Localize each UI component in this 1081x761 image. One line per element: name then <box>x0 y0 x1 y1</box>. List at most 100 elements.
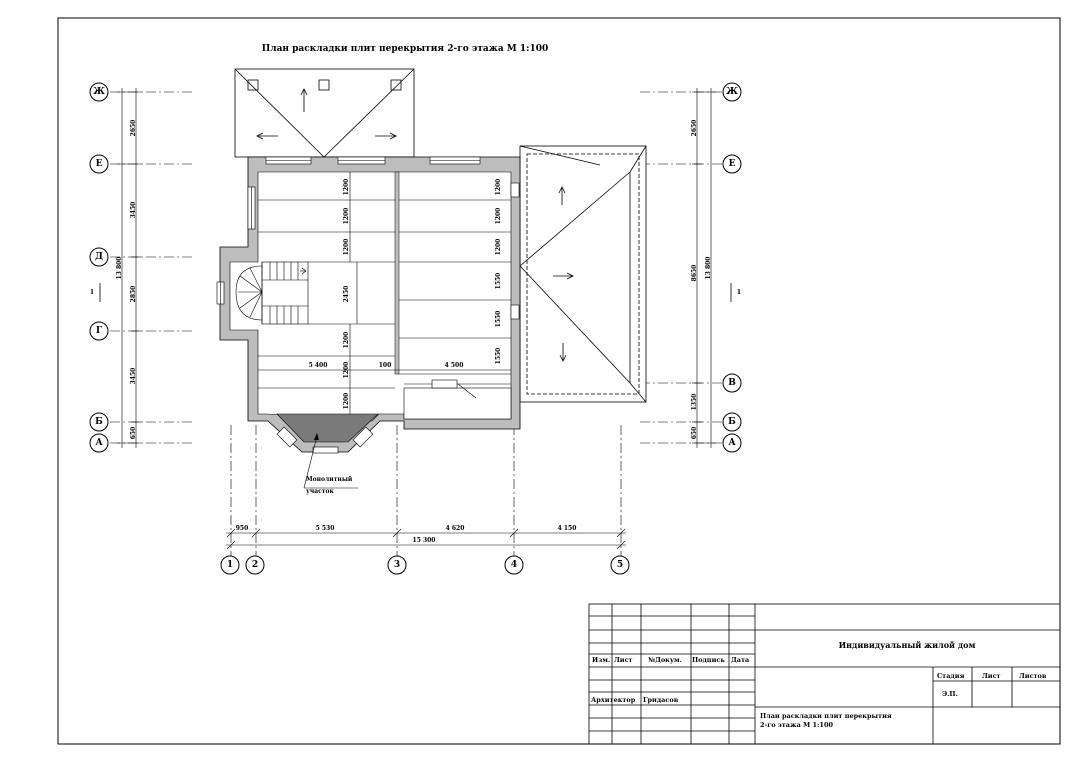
svg-text:5: 5 <box>617 560 623 570</box>
svg-text:1200: 1200 <box>495 179 502 196</box>
title-block <box>588 603 1061 745</box>
svg-text:Г: Г <box>96 326 103 336</box>
axis-bubble-col-5: 5 <box>610 555 630 575</box>
building-walls <box>219 156 521 453</box>
svg-text:Индивидуальный жилой дом: Индивидуальный жилой дом <box>839 640 976 650</box>
svg-text:Лист: Лист <box>982 672 1001 680</box>
svg-text:4 500: 4 500 <box>445 362 464 369</box>
roof-top <box>234 68 415 158</box>
svg-text:5 530: 5 530 <box>316 525 335 532</box>
slab-labels-left: 1200 1200 1200 2450 1200 1200 1200 <box>343 179 350 410</box>
svg-text:Е: Е <box>96 159 103 169</box>
svg-text:Э.П.: Э.П. <box>942 690 958 698</box>
svg-text:Лист: Лист <box>614 656 633 664</box>
svg-text:4: 4 <box>511 560 517 570</box>
axis-bubble-col-2: 2 <box>245 555 265 575</box>
svg-text:В: В <box>728 378 736 388</box>
svg-text:2450: 2450 <box>343 286 350 303</box>
drawing-title: План раскладки плит перекрытия 2-го этаж… <box>262 44 549 54</box>
svg-text:100: 100 <box>379 362 392 369</box>
svg-text:2650: 2650 <box>691 120 698 137</box>
svg-text:1550: 1550 <box>495 311 502 328</box>
svg-text:Подпись: Подпись <box>692 656 725 664</box>
svg-text:15 300: 15 300 <box>413 537 436 544</box>
axis-bubble-left-g: Г <box>89 321 109 341</box>
svg-text:1200: 1200 <box>343 393 350 410</box>
svg-text:А: А <box>728 438 736 448</box>
left-dimension-labels: 2650 3450 2850 3450 650 13 800 <box>116 120 137 440</box>
right-dimension-labels: 2650 8650 1350 650 13 800 <box>691 120 712 440</box>
svg-text:Д: Д <box>95 252 103 262</box>
svg-text:1200: 1200 <box>343 239 350 256</box>
axis-bubble-left-zh: Ж <box>89 82 109 102</box>
axis-bubble-right-b: Б <box>722 412 742 432</box>
svg-text:Монолитный: Монолитный <box>306 476 353 483</box>
svg-text:650: 650 <box>691 427 698 440</box>
axis-bubble-col-4: 4 <box>504 555 524 575</box>
axis-bubble-left-a: А <box>89 433 109 453</box>
svg-text:Ж: Ж <box>726 87 738 97</box>
section-mark-right: 1 <box>730 283 741 302</box>
title-block-text: Индивидуальный жилой дом Изм. Лист №Доку… <box>591 640 1047 729</box>
svg-text:1200: 1200 <box>343 208 350 225</box>
svg-text:1550: 1550 <box>495 348 502 365</box>
svg-text:Е: Е <box>729 159 736 169</box>
svg-text:2: 2 <box>252 560 258 570</box>
svg-text:Стадия: Стадия <box>937 672 965 680</box>
dimension-lines <box>117 88 716 550</box>
svg-text:13 800: 13 800 <box>705 257 712 280</box>
svg-text:3: 3 <box>394 560 400 570</box>
svg-text:3450: 3450 <box>130 202 137 219</box>
axis-bubble-left-b: Б <box>89 412 109 432</box>
svg-text:А: А <box>95 438 103 448</box>
svg-text:участок: участок <box>306 488 334 495</box>
section-mark-left: 1 <box>90 283 101 302</box>
windows <box>216 156 520 454</box>
svg-text:Гридасов: Гридасов <box>643 696 679 704</box>
svg-text:Б: Б <box>95 417 103 427</box>
inner-dimension-labels: 5 400 100 4 500 <box>309 362 464 369</box>
svg-text:1350: 1350 <box>691 394 698 411</box>
svg-text:3450: 3450 <box>130 368 137 385</box>
axis-bubble-col-1: 1 <box>220 555 240 575</box>
staircase <box>235 261 309 325</box>
svg-text:8650: 8650 <box>691 265 698 282</box>
svg-text:1200: 1200 <box>495 239 502 256</box>
slabs <box>258 172 511 414</box>
svg-text:4 620: 4 620 <box>446 525 465 532</box>
svg-text:Ж: Ж <box>93 87 105 97</box>
roof-right <box>519 145 647 403</box>
slab-labels-right: 1200 1200 1200 1550 1550 1550 <box>495 179 502 365</box>
svg-text:2850: 2850 <box>130 286 137 303</box>
svg-text:1200: 1200 <box>343 362 350 379</box>
svg-text:1: 1 <box>737 289 741 296</box>
svg-text:Архитектор: Архитектор <box>591 696 636 704</box>
svg-text:Б: Б <box>728 417 736 427</box>
axis-bubbles: Ж Е Д Г Б А Ж Е В Б А 1 2 3 4 5 <box>89 82 742 575</box>
svg-text:1200: 1200 <box>495 208 502 225</box>
svg-text:1: 1 <box>90 289 94 296</box>
axis-bubble-right-a: А <box>722 433 742 453</box>
svg-text:1200: 1200 <box>343 179 350 196</box>
sheet-frame <box>57 17 1061 745</box>
axis-bubble-right-e: Е <box>722 154 742 174</box>
svg-text:13 800: 13 800 <box>116 257 123 280</box>
svg-text:Листов: Листов <box>1019 672 1047 680</box>
axis-bubble-left-e: Е <box>89 154 109 174</box>
svg-text:Изм.: Изм. <box>592 656 610 664</box>
svg-text:5 400: 5 400 <box>309 362 328 369</box>
svg-text:Дата: Дата <box>731 656 750 664</box>
svg-text:4 150: 4 150 <box>558 525 577 532</box>
svg-text:№Докум.: №Докум. <box>648 656 682 664</box>
axis-bubble-right-zh: Ж <box>722 82 742 102</box>
svg-text:1550: 1550 <box>495 273 502 290</box>
svg-text:650: 650 <box>130 427 137 440</box>
svg-text:План раскладки плит перекрытия: План раскладки плит перекрытия <box>760 712 892 720</box>
svg-text:950: 950 <box>236 525 249 532</box>
svg-text:1: 1 <box>227 560 233 570</box>
svg-text:2-го этажа М 1:100: 2-го этажа М 1:100 <box>760 721 833 729</box>
axis-bubble-left-d: Д <box>89 247 109 267</box>
axis-bubble-right-v: В <box>722 373 742 393</box>
axis-bubble-col-3: 3 <box>387 555 407 575</box>
